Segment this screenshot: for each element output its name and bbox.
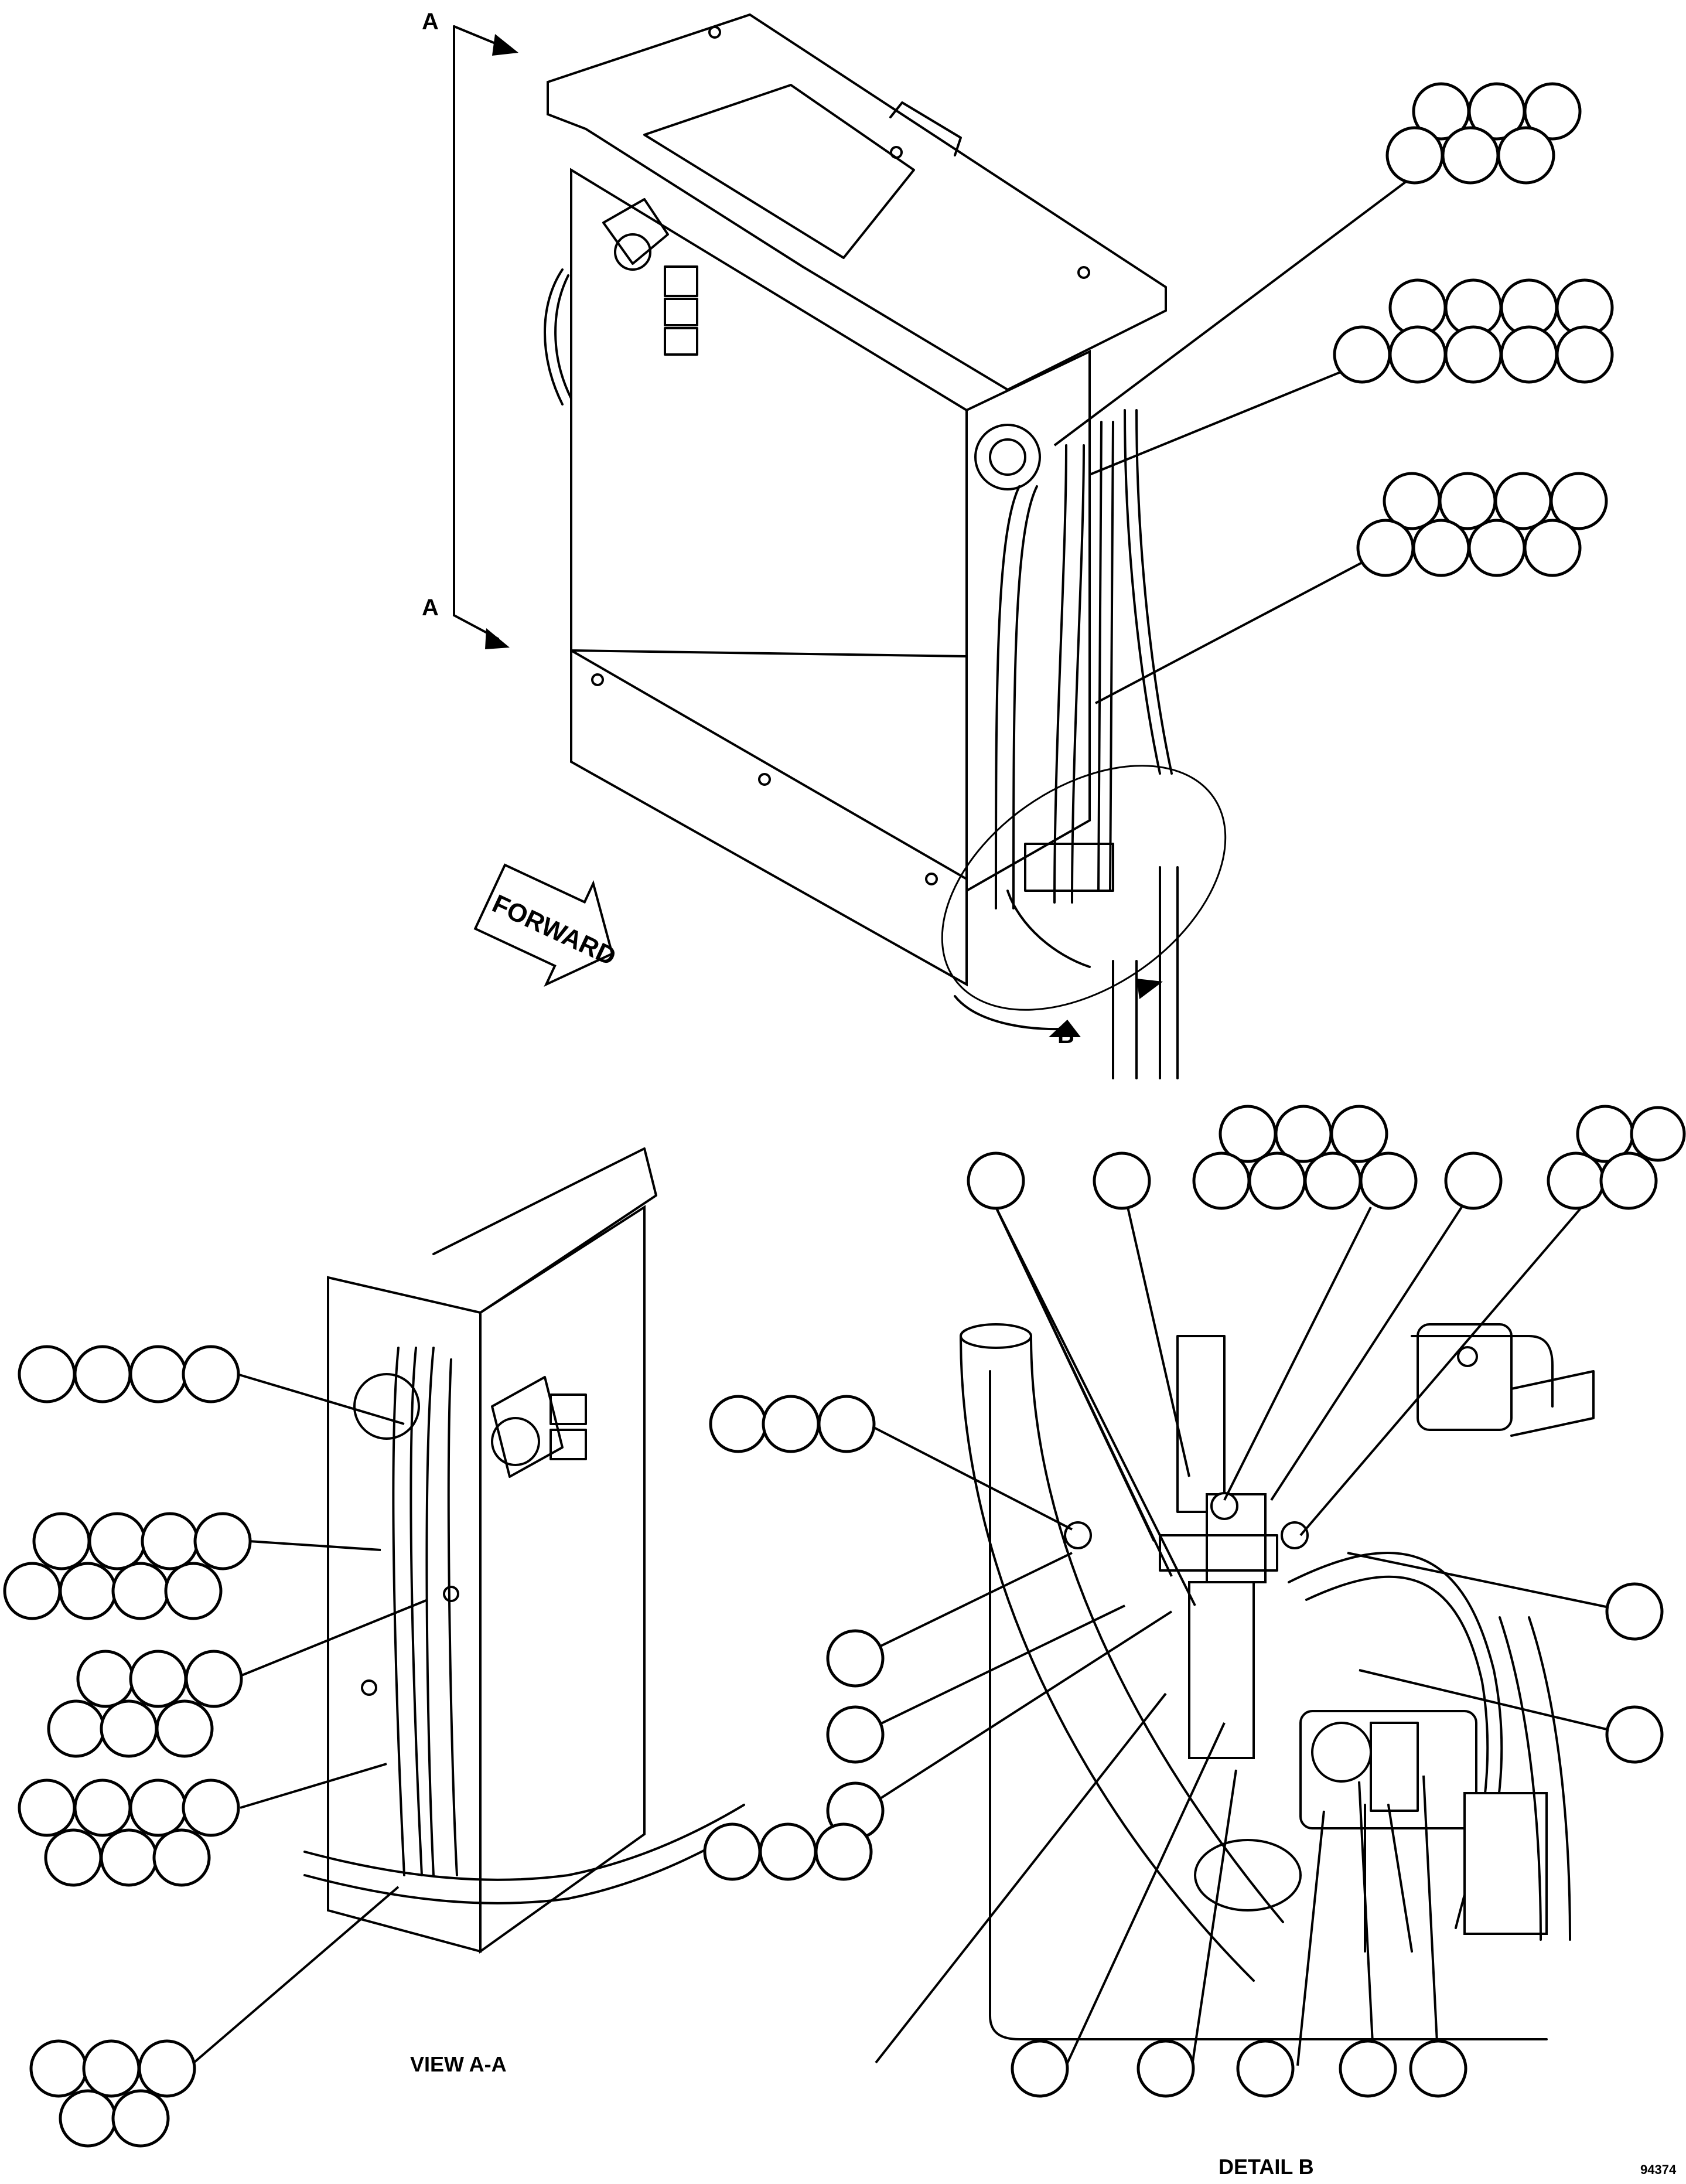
callout-bubble xyxy=(76,1650,135,1708)
callout-bubble xyxy=(762,1395,820,1453)
callout-bubble xyxy=(814,1822,873,1881)
callout-bubble xyxy=(129,1345,187,1403)
callout-bubble xyxy=(129,1778,187,1837)
callout-bubble xyxy=(1500,325,1558,384)
callout-bubble xyxy=(1441,126,1500,185)
callout-bubble xyxy=(100,1699,158,1758)
leader-lines xyxy=(189,172,1629,2067)
callout-bubbles xyxy=(3,82,1686,2148)
callout-bubble xyxy=(141,1512,199,1570)
callout-bubble xyxy=(759,1822,817,1881)
callout-bubble xyxy=(1333,325,1391,384)
callout-bubble xyxy=(967,1151,1025,1210)
callout-bubble xyxy=(1303,1151,1362,1210)
callout-bubble xyxy=(59,2089,117,2148)
enclosure-main-view xyxy=(544,13,1227,1079)
callout-bubble xyxy=(1248,1151,1306,1210)
callout-bubble xyxy=(100,1828,158,1887)
callout-bubble xyxy=(1136,2039,1195,2098)
callout-bubble xyxy=(3,1562,62,1620)
callout-bubble xyxy=(826,1705,885,1764)
callout-bubble xyxy=(59,1562,117,1620)
callout-bubble xyxy=(88,1512,146,1570)
callout-bubble xyxy=(1192,1151,1251,1210)
callout-bubble xyxy=(1550,472,1608,530)
detail-b-marker: B xyxy=(1057,1023,1074,1048)
callout-bubble xyxy=(826,1629,885,1688)
callout-bubble xyxy=(44,1828,103,1887)
callout-bubble xyxy=(1444,1151,1503,1210)
callout-bubble xyxy=(1444,325,1503,384)
callout-bubble xyxy=(1599,1151,1658,1210)
detail-b-drawing: DETAIL B 94374 xyxy=(960,1323,1677,2179)
callout-bubble xyxy=(1605,1582,1664,1641)
callout-bubble xyxy=(1497,126,1555,185)
forward-arrow-icon: FORWARD xyxy=(473,863,620,987)
callout-bubble xyxy=(1339,2039,1397,2098)
callout-bubble xyxy=(29,2039,88,2098)
section-label-a-bottom: A xyxy=(422,595,439,621)
callout-bubble xyxy=(1385,126,1444,185)
section-label-a-top: A xyxy=(422,9,439,35)
callout-bubble xyxy=(1409,2039,1467,2098)
callout-bubble xyxy=(32,1512,91,1570)
view-aa-caption: VIEW A-A xyxy=(410,2052,507,2076)
callout-bubble xyxy=(47,1699,105,1758)
callout-bubble xyxy=(817,1395,876,1453)
section-line-a-a: A A xyxy=(422,9,518,649)
callout-bubble xyxy=(1547,1151,1605,1210)
callout-bubble xyxy=(1330,1105,1388,1163)
callout-bubble xyxy=(164,1562,223,1620)
callout-bubble xyxy=(18,1345,76,1403)
callout-bubble xyxy=(1388,325,1447,384)
callout-bubble xyxy=(1523,82,1582,141)
callout-bubble xyxy=(152,1828,211,1887)
callout-bubble xyxy=(111,2089,170,2148)
callout-bubble xyxy=(1630,1106,1686,1162)
callout-bubble xyxy=(709,1395,767,1453)
callout-bubble xyxy=(703,1822,762,1881)
callout-bubble xyxy=(82,2039,141,2098)
callout-bubble xyxy=(73,1778,132,1837)
callout-bubble xyxy=(1412,519,1470,577)
callout-bubble xyxy=(1523,519,1582,577)
callout-bubble xyxy=(185,1650,243,1708)
callout-bubble xyxy=(18,1778,76,1837)
callout-bubble xyxy=(193,1512,252,1570)
callout-bubble xyxy=(1236,2039,1295,2098)
callout-bubble xyxy=(1359,1151,1418,1210)
callout-bubble xyxy=(1605,1705,1664,1764)
callout-bubble xyxy=(73,1345,132,1403)
callout-bubble xyxy=(1356,519,1415,577)
callout-bubble xyxy=(1467,519,1526,577)
callout-bubble xyxy=(1093,1151,1151,1210)
view-a-a-drawing: VIEW A-A xyxy=(303,1147,745,2076)
callout-bubble xyxy=(111,1562,170,1620)
callout-bubble xyxy=(155,1699,214,1758)
callout-bubble xyxy=(1555,325,1614,384)
callout-bubble xyxy=(182,1778,240,1837)
drawing-number: 94374 xyxy=(1640,2162,1677,2177)
callout-bubble xyxy=(129,1650,187,1708)
callout-bubble xyxy=(138,2039,196,2098)
callout-bubble xyxy=(1011,2039,1069,2098)
callout-bubble xyxy=(182,1345,240,1403)
detail-b-caption: DETAIL B xyxy=(1219,2155,1314,2179)
